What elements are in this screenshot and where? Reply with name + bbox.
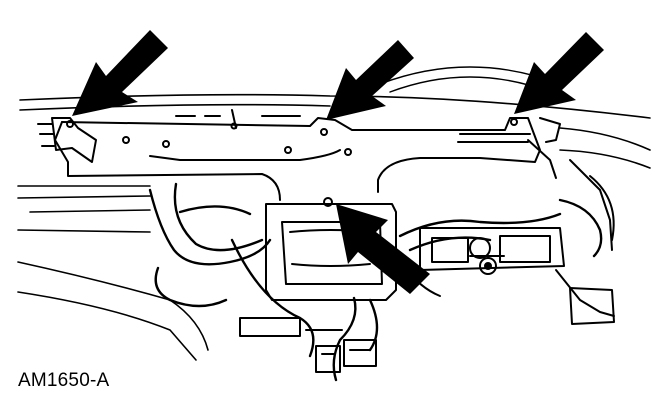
callout-arrow-center-bottom [336, 204, 430, 294]
figure-id-label: AM1650-A [18, 370, 110, 391]
steering-column-area [403, 227, 615, 325]
wiring-harness [148, 182, 603, 382]
lower-left-panel [17, 185, 209, 361]
callout-arrows [72, 30, 604, 294]
left-end-bracket [37, 117, 97, 163]
right-end-bracket [510, 117, 615, 251]
callout-arrow-center-top [326, 40, 414, 120]
electrical-connectors [239, 317, 377, 373]
callout-arrow-left [72, 30, 168, 116]
callout-arrow-right [514, 32, 604, 114]
support-bracket [54, 109, 541, 201]
